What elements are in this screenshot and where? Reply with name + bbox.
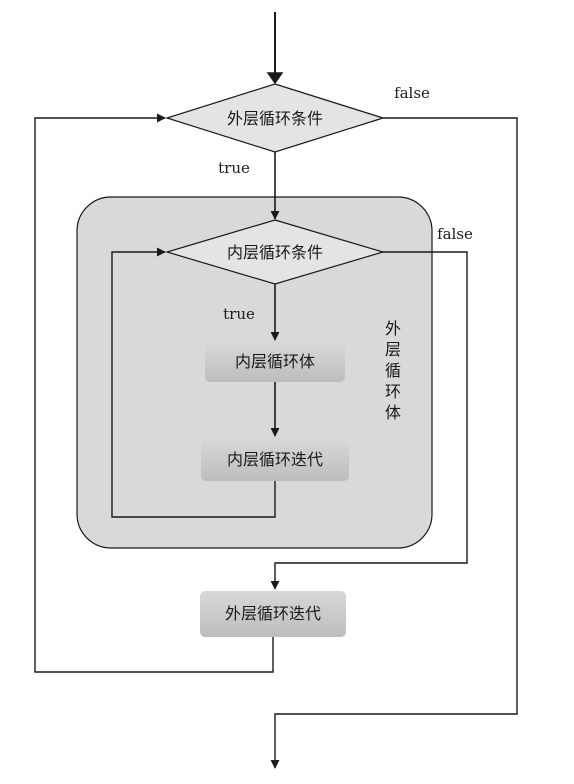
outer-iteration-box (200, 591, 346, 637)
inner-false-edge (270, 251, 468, 590)
region-label-char: 体 (385, 403, 401, 422)
outer-true-label: true (218, 159, 250, 177)
outer-loop-back-edge (34, 113, 274, 673)
inner-iteration-label: 内层循环迭代 (227, 450, 323, 469)
outer-loop-body-label: 外 层 循 环 体 (385, 319, 401, 422)
inner-body-box (205, 342, 345, 382)
inner-loop-back-edge (111, 247, 276, 518)
region-label-char: 环 (385, 382, 401, 401)
outer-false-label: false (394, 84, 430, 102)
outer-condition-label: 外层循环条件 (227, 109, 323, 128)
region-label-char: 层 (385, 340, 401, 359)
inner-true-label: true (223, 305, 255, 323)
outer-false-edge (270, 117, 518, 769)
outer-iteration-label: 外层循环迭代 (225, 604, 321, 623)
inner-false-label: false (437, 225, 473, 243)
inner-condition-label: 内层循环条件 (227, 243, 323, 262)
inner-body-label: 内层循环体 (235, 352, 315, 371)
region-label-char: 循 (385, 361, 401, 380)
inner-iteration-box (201, 438, 349, 481)
region-label-char: 外 (385, 319, 401, 338)
